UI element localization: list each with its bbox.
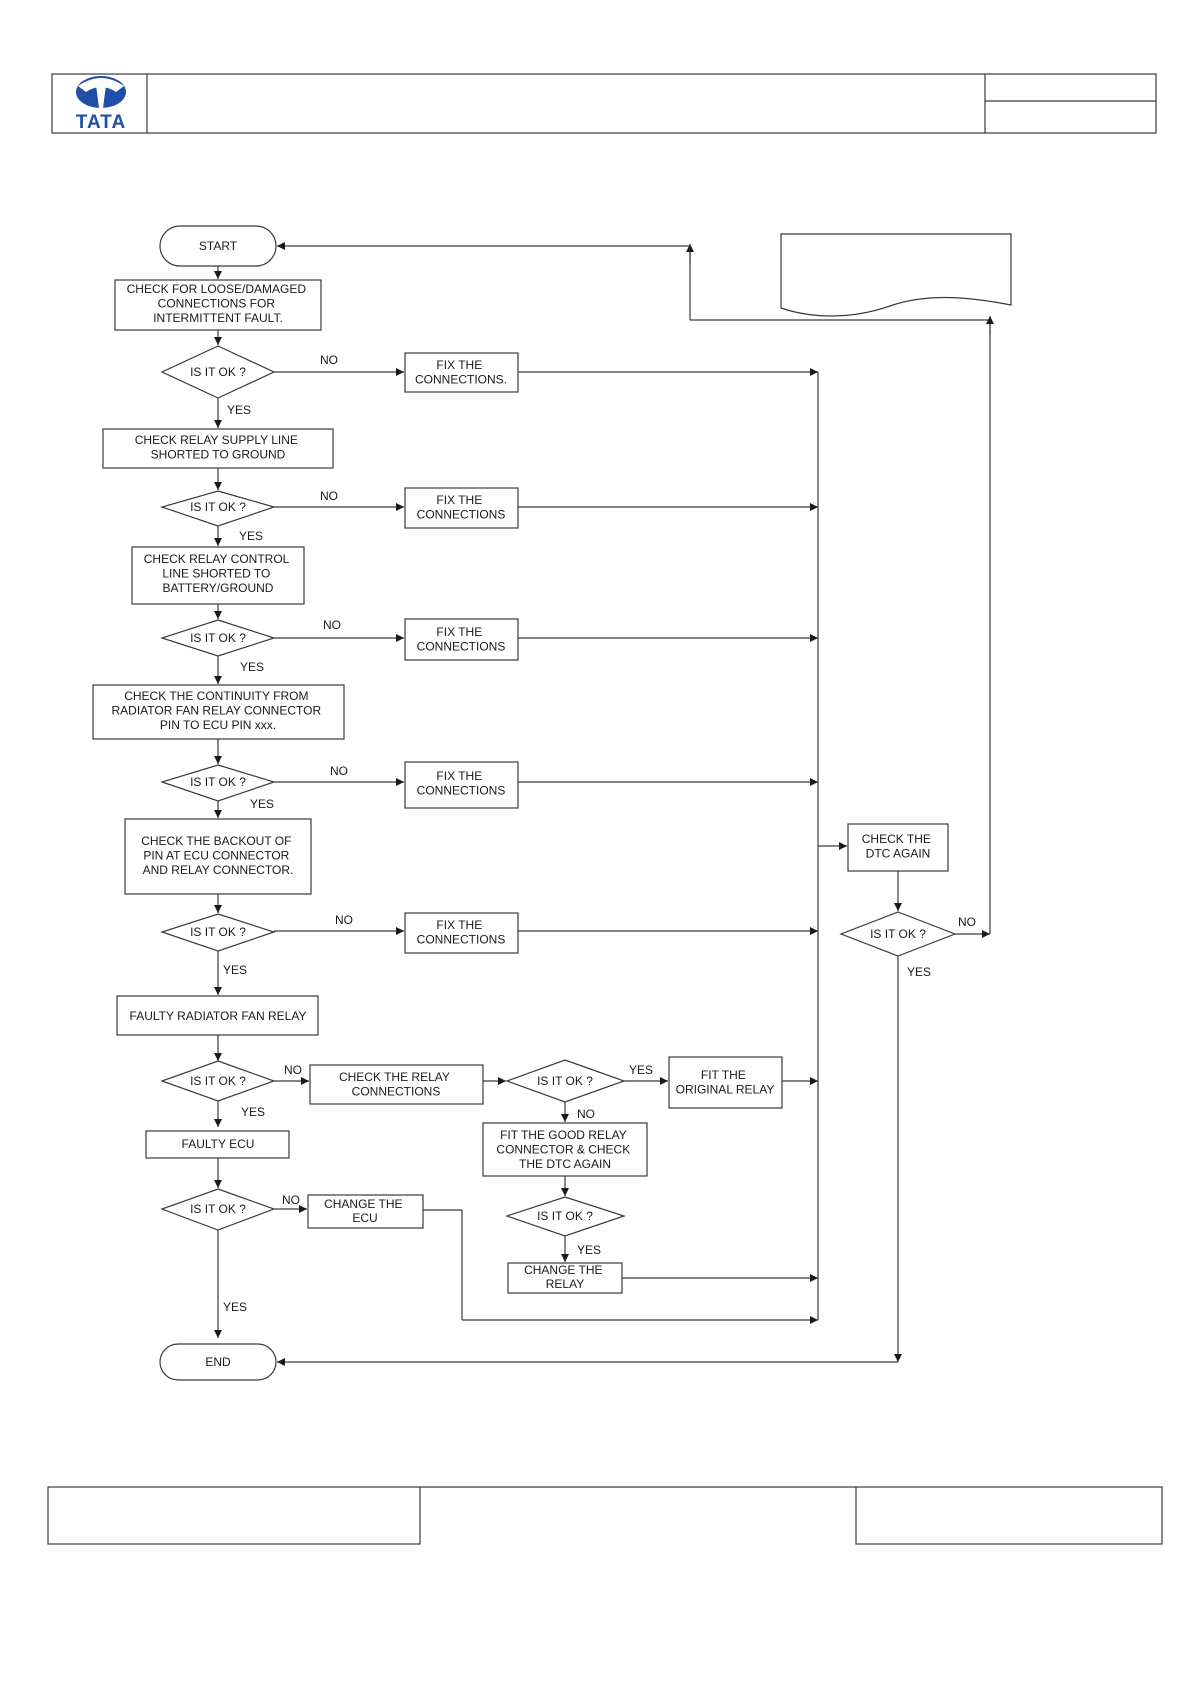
decision-4: IS IT OK ? [160, 764, 276, 802]
decision-label: IS IT OK ? [537, 1074, 593, 1088]
fix-connections-3: FIX THE CONNECTIONS [404, 618, 519, 661]
step-text: FIX THE CONNECTIONS [417, 493, 506, 522]
fix-connections-2: FIX THE CONNECTIONS [404, 487, 519, 529]
yes-label: YES [227, 403, 251, 417]
yes-label: YES [577, 1243, 601, 1257]
step-change-relay: CHANGE THE RELAY [507, 1262, 623, 1294]
step-text: CHECK FOR LOOSE/DAMAGED CONNECTIONS FOR … [127, 282, 310, 325]
step-text: CHANGE THE ECU [324, 1197, 406, 1225]
decision-5: IS IT OK ? [160, 913, 276, 952]
no-label: NO [577, 1107, 595, 1121]
yes-label: YES [223, 963, 247, 977]
tata-logo: TATA [76, 76, 126, 133]
yes-label: YES [223, 1300, 247, 1314]
step-fit-good-relay: FIT THE GOOD RELAY CONNECTOR & CHECK THE… [482, 1122, 648, 1177]
step-faulty-radiator-fan-relay: FAULTY RADIATOR FAN RELAY [116, 995, 319, 1036]
decision-label: IS IT OK ? [190, 500, 246, 514]
step-text: CHANGE THE RELAY [524, 1263, 606, 1291]
step-text: CHECK THE RELAY CONNECTIONS [339, 1070, 453, 1099]
yes-label: YES [239, 529, 263, 543]
step-text: CHECK RELAY CONTROL LINE SHORTED TO BATT… [144, 552, 293, 595]
no-label: NO [335, 913, 353, 927]
yes-label: YES [250, 797, 274, 811]
no-label: NO [320, 489, 338, 503]
step-check-dtc-again: CHECK THE DTC AGAIN [847, 823, 949, 872]
no-label: NO [284, 1063, 302, 1077]
fix-connections-5: FIX THE CONNECTIONS [404, 912, 519, 954]
start-label: START [199, 239, 238, 253]
yes-label: YES [240, 660, 264, 674]
step-text: FAULTY ECU [182, 1137, 255, 1151]
fix-connections-1: FIX THE CONNECTIONS. [404, 352, 519, 393]
arrows [214, 242, 994, 1366]
decision-label: IS IT OK ? [190, 365, 246, 379]
decision-1: IS IT OK ? [160, 345, 276, 399]
step-text: CHECK THE DTC AGAIN [862, 832, 934, 861]
step-fit-original-relay: FIT THE ORIGINAL RELAY [668, 1056, 783, 1109]
fix-connections-4: FIX THE CONNECTIONS [404, 761, 519, 809]
decision-6: IS IT OK ? [160, 1060, 276, 1102]
decision-good-relay: IS IT OK ? [505, 1196, 626, 1237]
step-text: FIX THE CONNECTIONS [417, 625, 506, 654]
step-text: FIX THE CONNECTIONS [417, 769, 506, 798]
document-shape [780, 233, 1012, 317]
branch-labels: NO NO NO NO NO NO NO NO NO YES YES YES Y… [223, 353, 976, 1314]
decision-3: IS IT OK ? [160, 619, 276, 657]
end-label: END [205, 1355, 231, 1369]
decision-2: IS IT OK ? [159, 490, 277, 527]
footer-frame [47, 1486, 1163, 1545]
step-check-continuity: CHECK THE CONTINUITY FROM RADIATOR FAN R… [92, 684, 345, 740]
decision-7: IS IT OK ? [160, 1188, 276, 1231]
step-text: FIX THE CONNECTIONS. [415, 358, 507, 387]
step-check-control-line: CHECK RELAY CONTROL LINE SHORTED TO BATT… [131, 546, 305, 605]
no-label: NO [330, 764, 348, 778]
no-label: NO [320, 353, 338, 367]
no-label: NO [282, 1193, 300, 1207]
step-text: CHECK THE BACKOUT OF PIN AT ECU CONNECTO… [141, 834, 295, 877]
step-text: CHECK THE CONTINUITY FROM RADIATOR FAN R… [112, 689, 325, 732]
step-check-backout: CHECK THE BACKOUT OF PIN AT ECU CONNECTO… [124, 818, 312, 895]
step-text: FIX THE CONNECTIONS [417, 918, 506, 947]
no-label: NO [323, 618, 341, 632]
decision-label: IS IT OK ? [190, 925, 246, 939]
step-check-supply-line: CHECK RELAY SUPPLY LINE SHORTED TO GROUN… [102, 428, 334, 469]
step-text: FAULTY RADIATOR FAN RELAY [130, 1009, 307, 1023]
decision-label: IS IT OK ? [190, 1074, 246, 1088]
step-text: FIT THE ORIGINAL RELAY [676, 1068, 775, 1097]
logo-text: TATA [76, 112, 126, 133]
step-check-loose-connections: CHECK FOR LOOSE/DAMAGED CONNECTIONS FOR … [114, 279, 322, 331]
step-check-relay-connections: CHECK THE RELAY CONNECTIONS [309, 1064, 484, 1105]
decision-dtc: IS IT OK ? [839, 911, 957, 957]
decision-label: IS IT OK ? [537, 1209, 593, 1223]
yes-label: YES [629, 1063, 653, 1077]
decision-label: IS IT OK ? [190, 631, 246, 645]
decision-label: IS IT OK ? [870, 927, 926, 941]
step-text: CHECK RELAY SUPPLY LINE SHORTED TO GROUN… [135, 433, 302, 462]
yes-label: YES [241, 1105, 265, 1119]
no-label: NO [958, 915, 976, 929]
decision-label: IS IT OK ? [190, 775, 246, 789]
end-terminal: END [159, 1343, 277, 1381]
decision-label: IS IT OK ? [190, 1202, 246, 1216]
step-faulty-ecu: FAULTY ECU [145, 1130, 290, 1159]
step-text: FIT THE GOOD RELAY CONNECTOR & CHECK THE… [496, 1128, 633, 1171]
yes-label: YES [907, 965, 931, 979]
decision-relay-connections: IS IT OK ? [505, 1059, 626, 1103]
start-terminal: START [159, 225, 277, 267]
header-frame [51, 73, 1157, 134]
step-change-ecu: CHANGE THE ECU [307, 1194, 424, 1229]
